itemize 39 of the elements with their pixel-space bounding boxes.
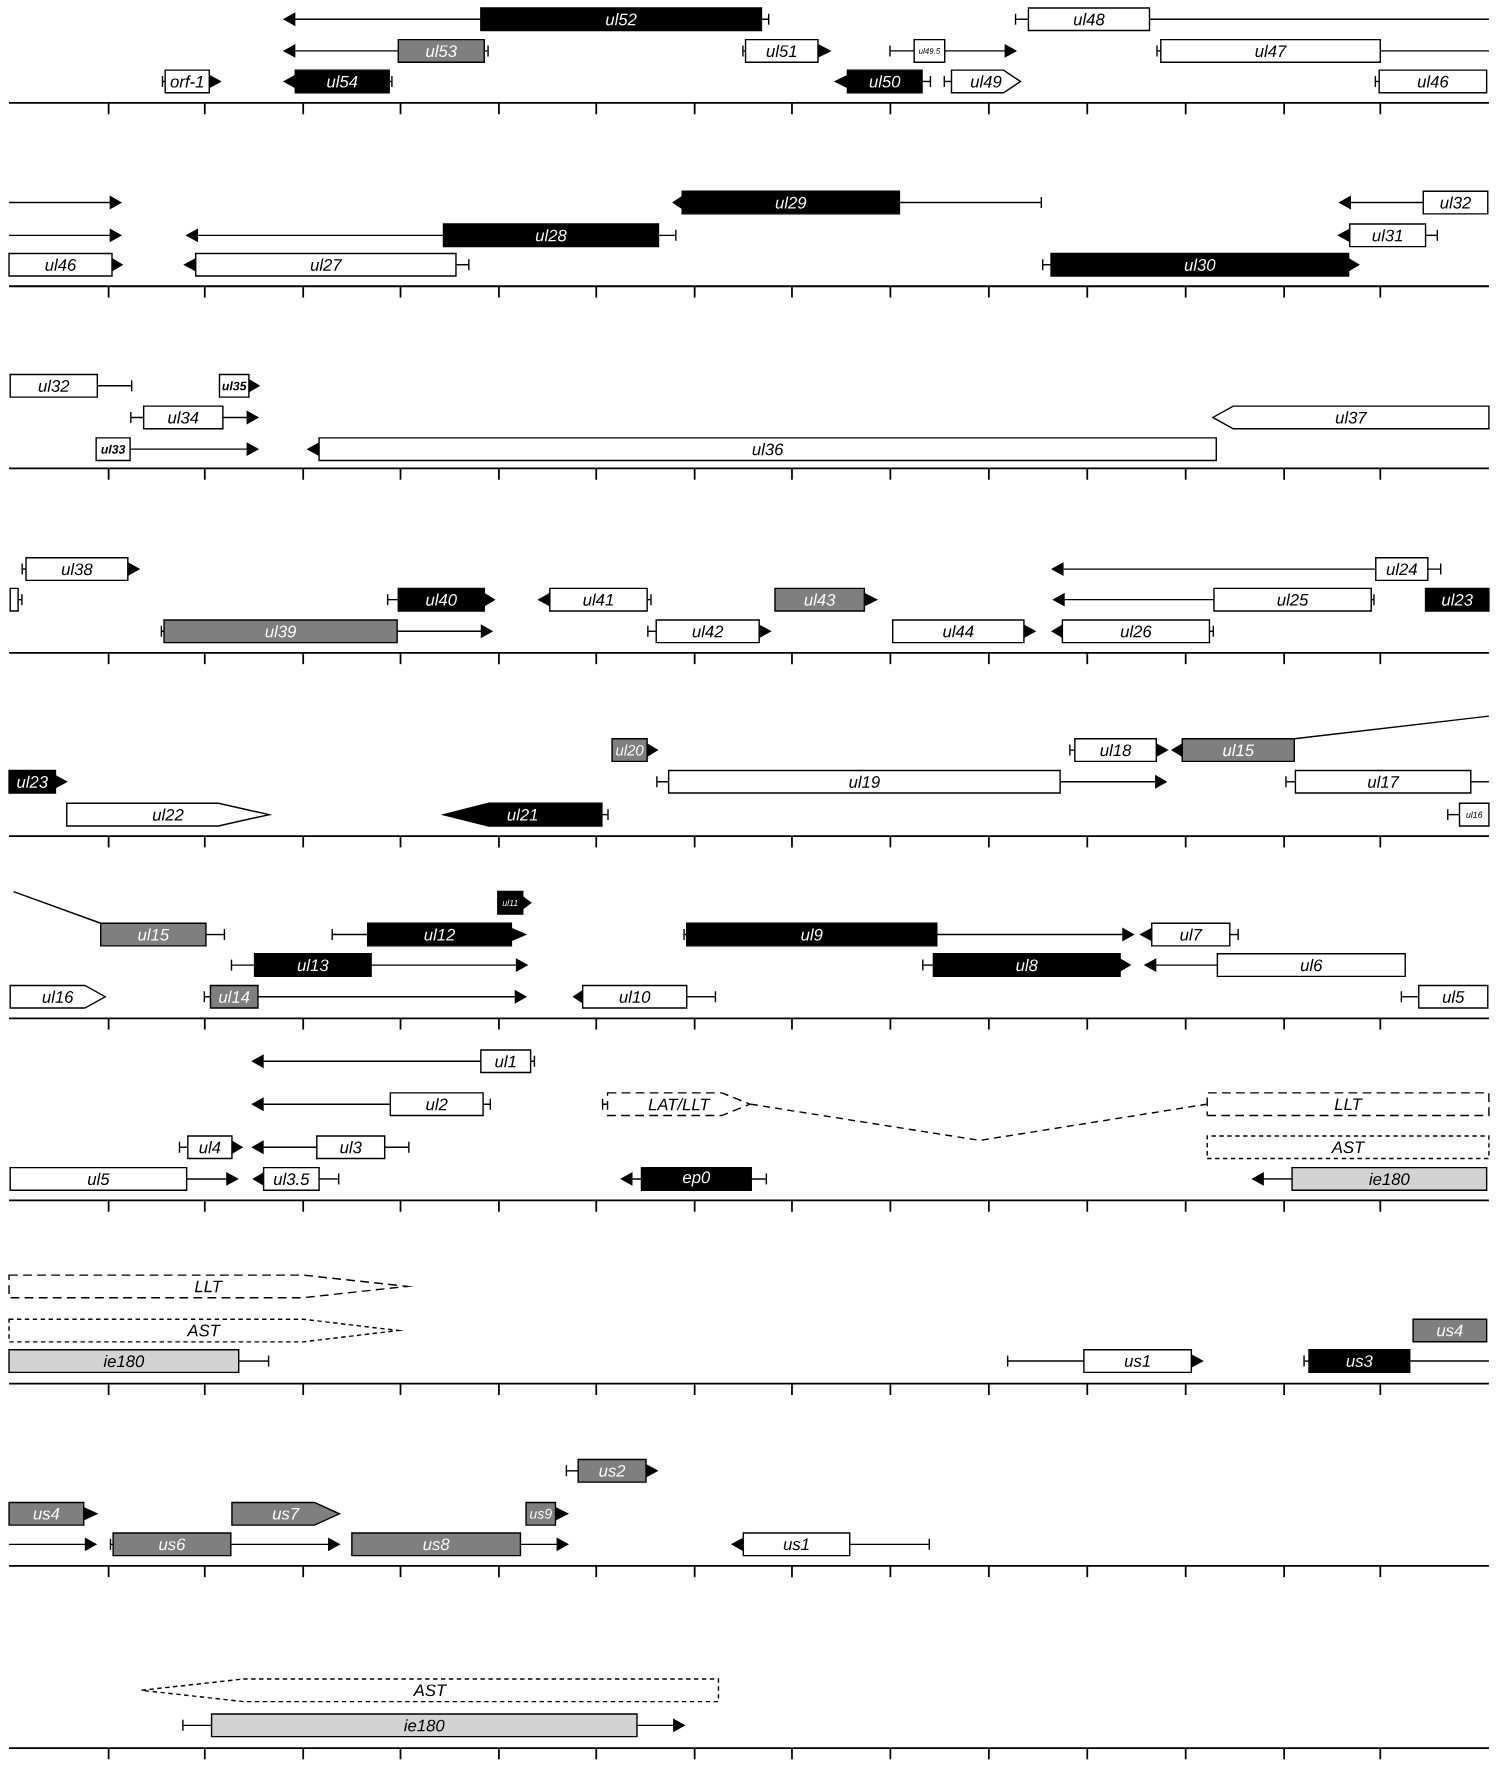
gene-box: ul15: [99, 922, 207, 947]
gene-box: ie180: [1291, 1166, 1488, 1191]
gene-box: ul52: [480, 7, 763, 32]
gene-box: us6: [112, 1532, 232, 1557]
gene-box: ie180: [8, 1349, 240, 1374]
gene-box: ul13: [253, 953, 372, 978]
gene-box: ul16: [1458, 802, 1490, 827]
gene-box: ul1: [480, 1049, 532, 1074]
gene-box: ul28: [442, 223, 660, 248]
gene-box: ul25: [1213, 587, 1372, 612]
gene-box: ul6: [1216, 953, 1406, 978]
gene-box: ul17: [1294, 769, 1472, 794]
gene-box: ul46: [1378, 69, 1488, 94]
gene-box: ul23: [1424, 587, 1490, 612]
gene-box: ul2: [389, 1092, 484, 1117]
gene-box: [9, 587, 19, 612]
gene-box: ul47: [1160, 38, 1381, 63]
gene-box: ul14: [209, 984, 259, 1009]
gene-box: ul39: [163, 619, 398, 644]
gene-box: us8: [351, 1532, 522, 1557]
gene-box: ul9: [685, 922, 938, 947]
gene-box: ie180: [210, 1713, 638, 1738]
gene-box: ul5: [9, 1166, 188, 1191]
gene-box: ul48: [1027, 7, 1151, 32]
gene-box: ul34: [142, 405, 224, 430]
gene-box: us4: [1412, 1318, 1488, 1343]
gene-box: ul33: [95, 437, 131, 462]
gene-box: ep0: [640, 1166, 752, 1191]
gene-box: ul19: [667, 769, 1061, 794]
gene-box: ul3: [316, 1135, 386, 1160]
gene-box: AST: [1206, 1135, 1490, 1160]
gene-box: ul53: [397, 38, 485, 63]
gene-box: us3: [1308, 1349, 1411, 1374]
gene-box: ul24: [1375, 557, 1429, 582]
splice-line: [750, 1103, 1208, 1142]
gene-box: ul32: [9, 373, 98, 398]
gene-box: LLT: [1206, 1092, 1490, 1117]
gene-box: ul5: [1417, 984, 1489, 1009]
gene-box: ul32: [1422, 190, 1489, 215]
